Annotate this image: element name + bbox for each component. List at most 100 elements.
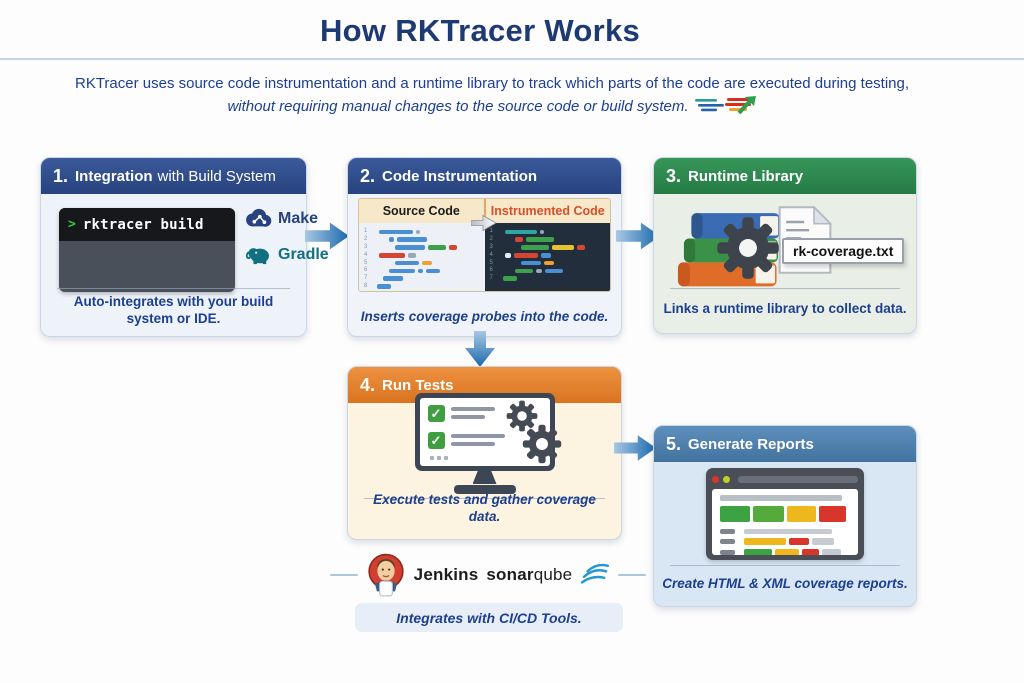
report-bar [775,549,799,555]
code-bar [395,260,419,266]
arrow-step4-to-step5 [614,435,656,461]
step2-header: 2. Code Instrumentation [348,158,621,194]
terminal-command: rktracer build [82,216,204,233]
code-line: 6 [490,267,607,275]
terminal-command-bar: > rktracer build [59,208,235,241]
code-bar [408,253,416,258]
step2-number: 2. [360,165,376,186]
code-bar [504,253,511,258]
report-bar [720,506,750,522]
code-bar [397,237,427,242]
step5-caption: Create HTML & XML coverage reports. [662,576,908,591]
report-row [720,549,850,555]
code-bar [383,276,403,281]
code-bar [422,260,432,266]
code-bar [543,260,554,266]
step2-card: 2. Code Instrumentation Source Code Inst… [347,157,622,337]
report-row-label [720,529,735,534]
title-divider [0,58,1024,60]
sonarqube-label: sonarqube [486,565,573,584]
code-line: 4 [364,251,481,259]
code-line: 2 [490,236,607,244]
code-line: 7 [490,275,607,283]
instrumented-code-header: Instrumented Code [485,199,610,223]
step3-number: 3. [666,165,682,186]
subtitle-line2: without requiring manual changes to the … [0,94,984,117]
report-bar [822,549,841,555]
coverage-file-label: rk-coverage.txt [782,238,905,264]
code-bar [514,268,533,274]
code-line: 7 [364,275,481,283]
step1-divider [57,288,290,289]
cicd-caption: Integrates with CI/CD Tools. [396,609,582,626]
coverage-report [712,489,858,555]
code-bar [379,229,413,235]
report-bar [744,529,832,534]
code-bar [502,276,517,281]
make-label: Make [278,210,319,227]
report-bar [787,506,816,522]
step5-number: 5. [666,433,682,454]
report-bar [812,538,834,545]
code-line: 5 [364,259,481,267]
code-bar [389,237,394,242]
browser-dot-yellow [723,475,730,483]
step4-number: 4. [360,374,376,395]
report-bar [789,538,809,545]
browser-dot-red [712,475,719,483]
gear-icon [506,400,537,432]
step4-card: 4. Run Tests ✓ ✓ [347,366,622,540]
code-line: 8 [364,283,481,291]
test-monitor-icon: ✓ ✓ [414,393,561,494]
left-dash [329,574,358,576]
step5-header: 5. Generate Reports [654,426,916,462]
gradle-icon [245,248,269,265]
code-bar [539,229,544,235]
gradle-tool: Gradle [244,244,329,266]
step1-number: 1. [53,165,69,186]
step5-divider [670,565,900,566]
code-bar [551,245,574,250]
report-browser-icon [706,468,864,560]
report-bar [744,538,786,545]
transform-arrow-icon [470,214,497,232]
step1-caption: Auto-integrates with your build system o… [73,294,274,326]
check-icon: ✓ [427,405,445,422]
code-bar [520,260,541,266]
code-line: 1 [364,228,481,236]
code-bar [504,229,537,235]
step1-title-rest: with Build System [157,167,276,185]
report-row [720,506,850,522]
report-bar [802,549,819,555]
make-tool: Make [244,208,318,230]
step1-title: Integration [75,167,153,185]
right-dash [618,574,647,576]
code-line: 3 [364,244,481,252]
step2-caption: Inserts coverage probes into the code. [360,309,609,324]
code-bar [544,268,563,274]
code-bar [449,245,457,250]
gear-icon [522,424,561,464]
code-bar [525,237,554,242]
code-line: 2 [364,236,481,244]
code-line: 1 [490,228,607,236]
code-bar [513,253,538,258]
code-bar [540,253,551,258]
code-bar [389,268,415,274]
gear-icon [717,217,779,279]
step4-title: Run Tests [382,376,454,394]
browser-address-bar [738,475,858,483]
code-line: 4 [490,251,607,259]
step3-caption: Links a runtime library to collect data. [663,301,907,316]
code-bar [379,253,405,258]
subtitle: RKTracer uses source code instrumentatio… [0,73,984,117]
code-bar [428,245,446,250]
code-line: 6 [364,267,481,275]
code-bar [514,237,523,242]
code-bar [416,229,420,235]
code-line: 3 [490,244,607,252]
code-bar [418,268,423,274]
code-bar [395,245,425,250]
